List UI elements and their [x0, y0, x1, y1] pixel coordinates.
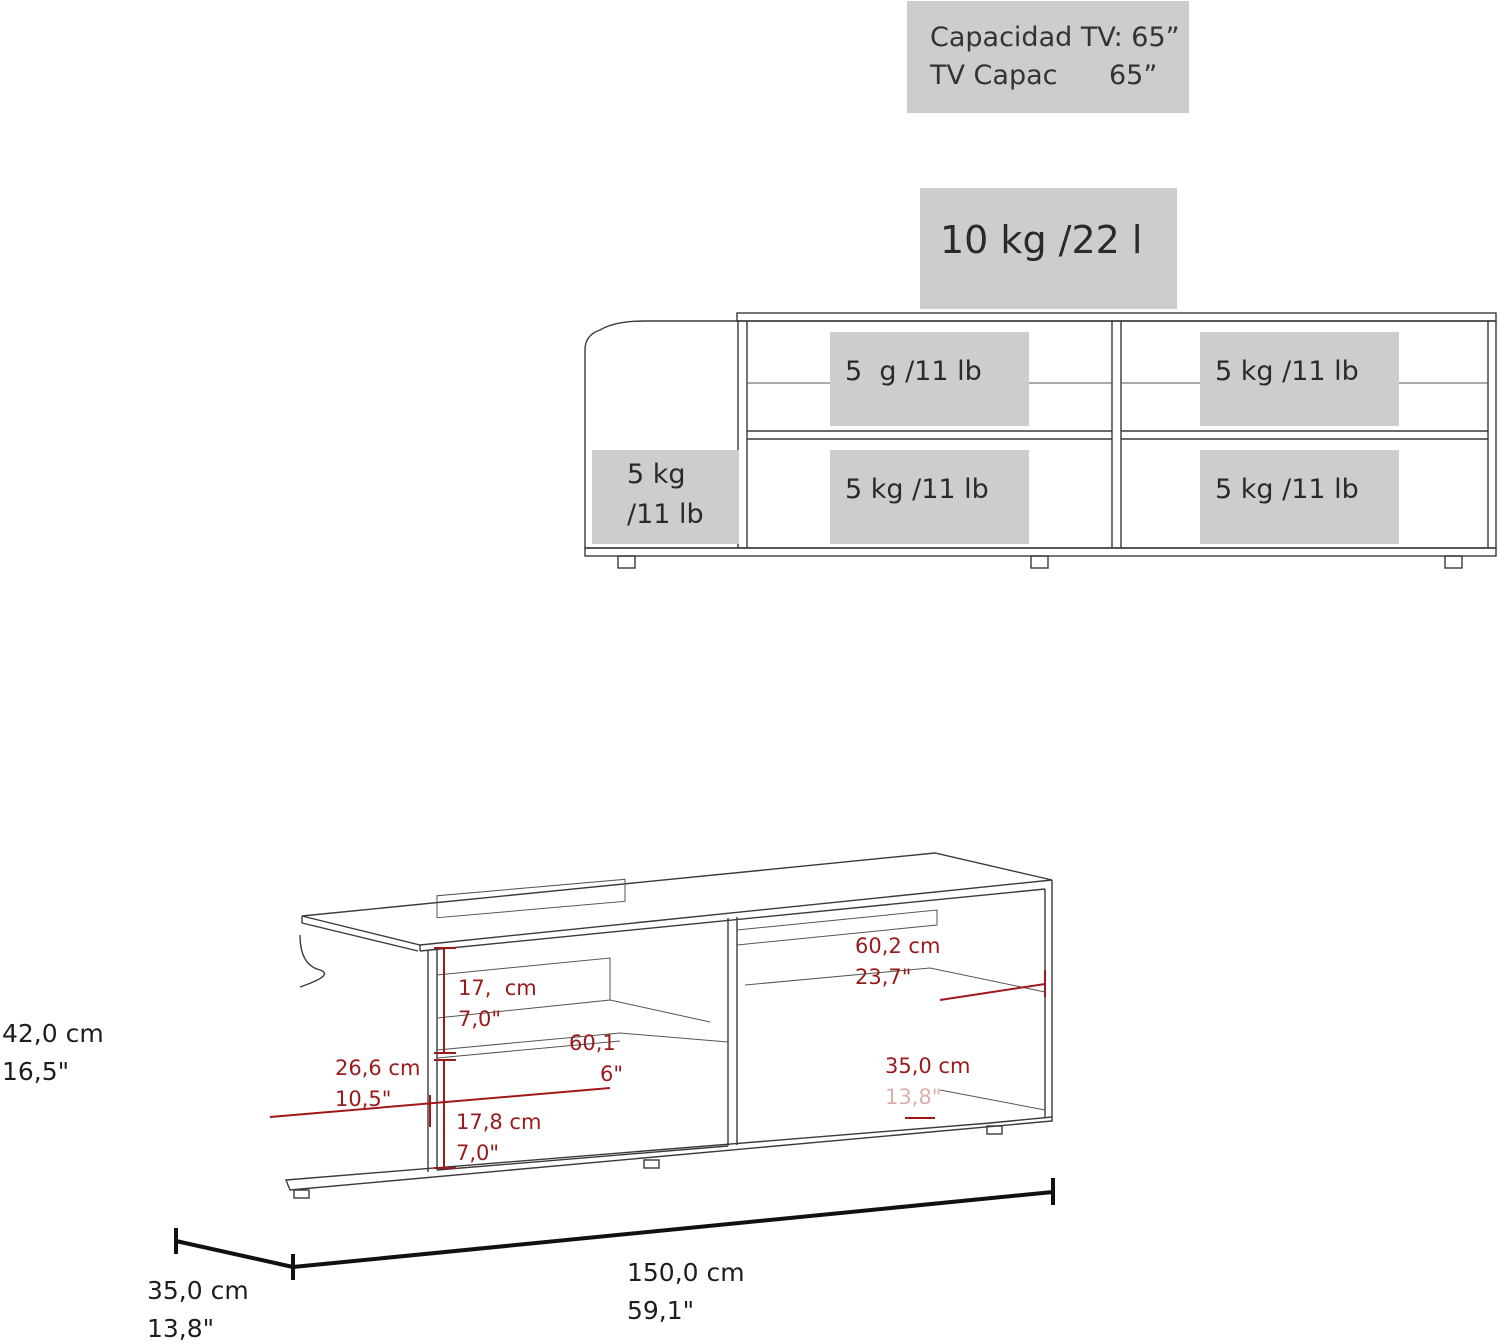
right-depth-in: 13,8"	[885, 1085, 942, 1109]
left-compartment-width-cm: 60,1	[569, 1031, 616, 1055]
shelf-load-box-side	[592, 450, 739, 544]
top-load-box	[920, 188, 1177, 309]
shelf-load-upper-right: 5 kg /11 lb	[1215, 356, 1359, 387]
tv-capacity-line-1: Capacidad TV: 65”	[930, 22, 1180, 53]
shelf-load-side-line-1: 5 kg	[627, 459, 686, 490]
left-depth-in: 10,5"	[335, 1087, 392, 1111]
upper-shelf-height-cm: 17, cm	[458, 976, 537, 1000]
right-compartment-width-cm: 60,2 cm	[855, 934, 941, 958]
height-in-label: 16,5"	[2, 1057, 70, 1086]
lower-shelf-height-cm: 17,8 cm	[456, 1110, 542, 1134]
shelf-load-box-lower-left	[830, 450, 1029, 544]
shelf-load-upper-left: 5 g /11 lb	[845, 356, 982, 387]
width-cm-label: 150,0 cm	[627, 1258, 745, 1287]
shelf-load-box-upper-right	[1200, 332, 1399, 426]
left-depth-cm: 26,6 cm	[335, 1056, 421, 1080]
height-cm-label: 42,0 cm	[2, 1019, 104, 1048]
tv-capacity-line-2: TV Capac 65”	[930, 60, 1158, 91]
shelf-load-lower-right: 5 kg /11 lb	[1215, 474, 1359, 505]
right-compartment-width-in: 23,7"	[855, 965, 912, 989]
lower-shelf-height-in: 7,0"	[456, 1141, 500, 1165]
width-in-label: 59,1"	[627, 1296, 695, 1325]
shelf-load-side-line-2: /11 lb	[627, 499, 704, 530]
shelf-load-box-lower-right	[1200, 450, 1399, 544]
shelf-load-lower-left: 5 kg /11 lb	[845, 474, 989, 505]
top-load-label: 10 kg /22 l	[940, 218, 1143, 262]
right-depth-cm: 35,0 cm	[885, 1054, 971, 1078]
depth-cm-label: 35,0 cm	[147, 1276, 249, 1305]
depth-in-label: 13,8"	[147, 1314, 215, 1343]
tv-capacity-box	[907, 1, 1189, 113]
shelf-load-box-upper-left	[830, 332, 1029, 426]
left-compartment-width-in: 6"	[600, 1062, 624, 1086]
upper-shelf-height-in: 7,0"	[458, 1007, 502, 1031]
